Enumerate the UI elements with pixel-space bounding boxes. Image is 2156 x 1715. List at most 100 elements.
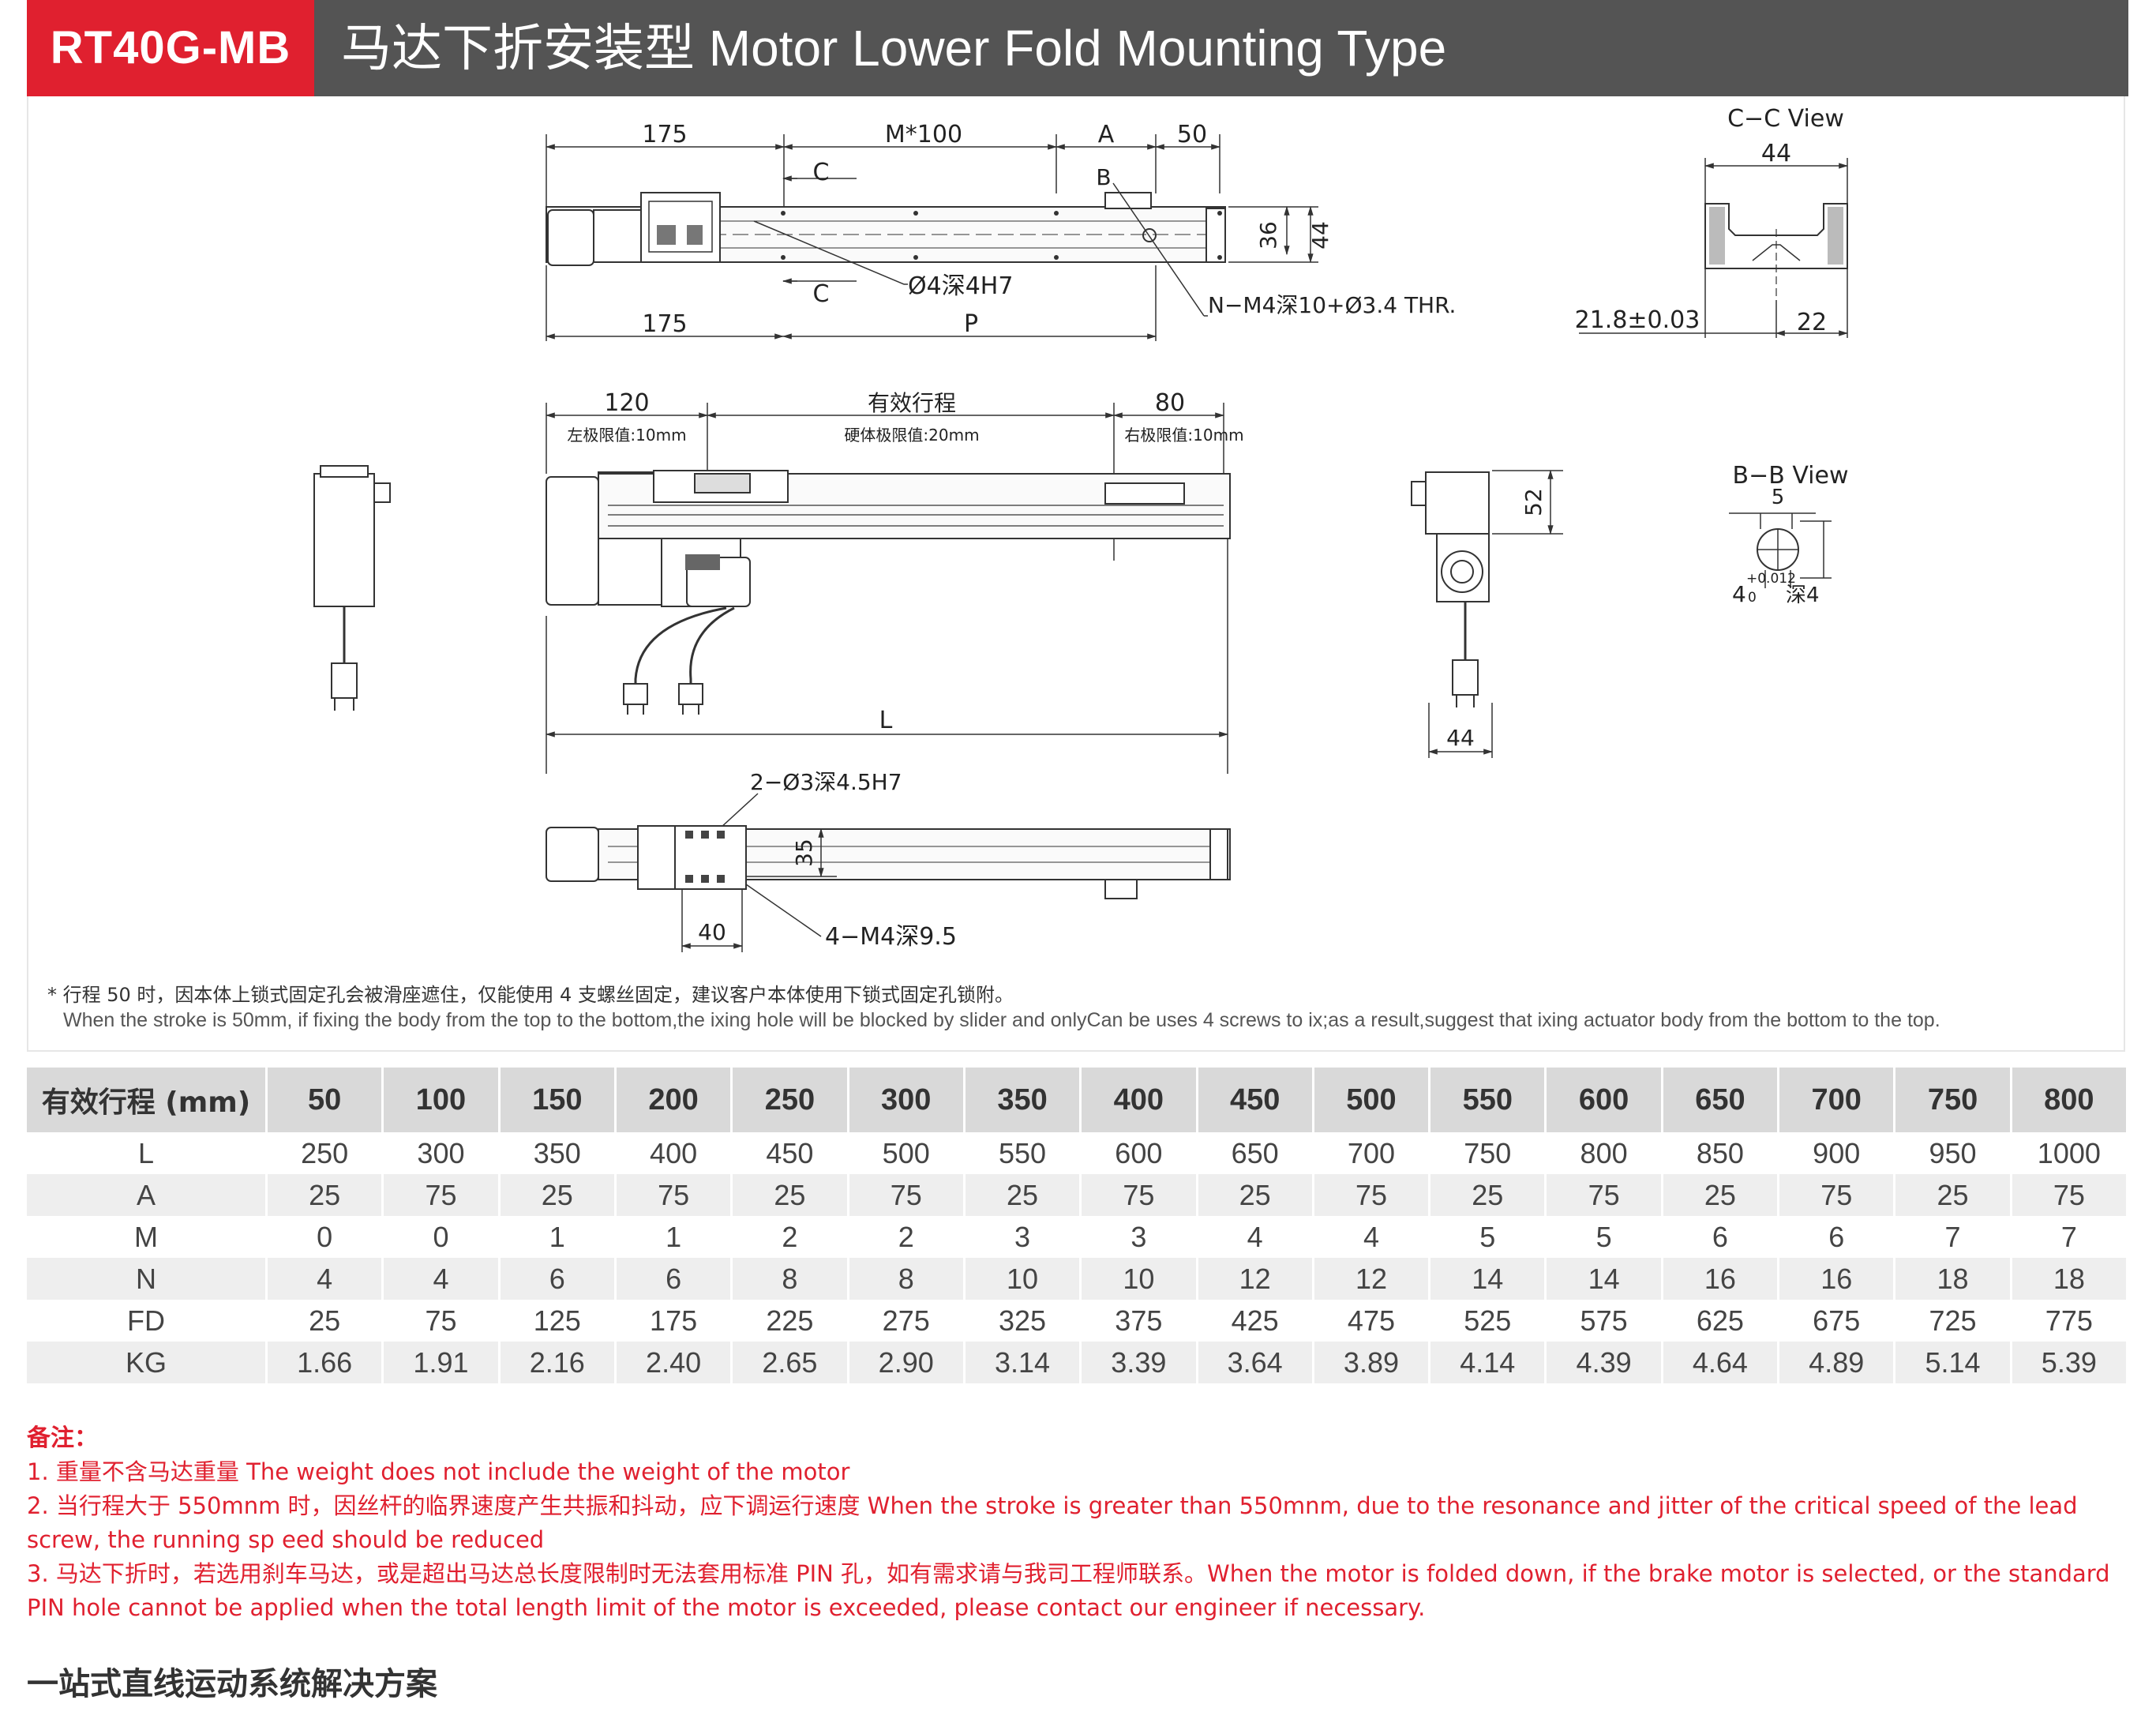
footer-title: 一站式直线运动系统解决方案 <box>27 1666 437 1702</box>
table-cell: 600 <box>1080 1132 1198 1174</box>
side-view: 120 有效行程 80 左极限值:10mm 硬体极限值:20mm 右极限值:10… <box>545 389 1244 774</box>
dim-p: P <box>964 310 978 338</box>
bottom-width-40: 40 <box>698 919 726 945</box>
table-cell: 75 <box>2011 1174 2129 1216</box>
table-cell: 75 <box>1313 1174 1431 1216</box>
table-cell: 325 <box>964 1300 1082 1342</box>
cc-right: 22 <box>1797 309 1827 336</box>
table-cell: 2 <box>848 1216 966 1258</box>
table-cell: 0 <box>382 1216 501 1258</box>
dim-36: 36 <box>1255 221 1281 250</box>
table-cell: 1.91 <box>382 1342 501 1383</box>
table-cell: 4.14 <box>1429 1342 1547 1383</box>
table-cell: 850 <box>1662 1132 1780 1174</box>
table-cell: 2.90 <box>848 1342 966 1383</box>
cc-width: 44 <box>1761 140 1791 167</box>
dim-a: A <box>1098 121 1115 148</box>
table-cell: 750 <box>1429 1132 1547 1174</box>
table-cell: 900 <box>1778 1132 1896 1174</box>
bb-view: B−B View 5 4 +0.012 0 深4 <box>1729 462 1849 607</box>
table-cell: 175 <box>615 1300 733 1342</box>
drawing-panel <box>27 96 2125 1052</box>
table-cell: 10 <box>964 1258 1082 1300</box>
table-cell: 800 <box>1545 1132 1663 1174</box>
bb-view-title: B−B View <box>1732 462 1848 490</box>
table-cell: 725 <box>1894 1300 2012 1342</box>
table-cell: 3.89 <box>1313 1342 1431 1383</box>
stroke-header: 300 <box>848 1068 966 1132</box>
stroke-header: 250 <box>731 1068 849 1132</box>
section-b: B <box>1096 164 1111 190</box>
stroke-header: 400 <box>1080 1068 1198 1132</box>
table-cell: 2.16 <box>499 1342 617 1383</box>
table-cell: 300 <box>382 1132 501 1174</box>
row-label: KG <box>27 1342 268 1383</box>
table-cell: 950 <box>1894 1132 2012 1174</box>
table-cell: 1 <box>615 1216 733 1258</box>
table-cell: 2.65 <box>731 1342 849 1383</box>
table-cell: 6 <box>499 1258 617 1300</box>
row-label: L <box>27 1132 268 1174</box>
table-cell: 18 <box>2011 1258 2129 1300</box>
table-cell: 12 <box>1313 1258 1431 1300</box>
table-cell: 4.39 <box>1545 1342 1663 1383</box>
remark-2: 2. 当行程大于 550mnm 时，因丝杆的临界速度产生共振和抖动，应下调运行速… <box>27 1492 2078 1553</box>
table-cell: 6 <box>1662 1216 1780 1258</box>
table-cell: 625 <box>1662 1300 1780 1342</box>
bb-tol-sup: +0.012 <box>1746 571 1796 587</box>
table-cell: 4.64 <box>1662 1342 1780 1383</box>
table-cell: 8 <box>848 1258 966 1300</box>
table-cell: 3 <box>964 1216 1082 1258</box>
table-cell: 275 <box>848 1300 966 1342</box>
dim-120: 120 <box>604 389 649 417</box>
row-label: FD <box>27 1300 268 1342</box>
table-cell: 675 <box>1778 1300 1896 1342</box>
table-cell: 4 <box>266 1258 384 1300</box>
table-cell: 14 <box>1545 1258 1663 1300</box>
remark-1: 1. 重量不含马达重量 The weight does not include … <box>27 1458 850 1485</box>
table-cell: 4.89 <box>1778 1342 1896 1383</box>
limit-right: 右极限值:10mm <box>1124 426 1243 445</box>
table-cell: 700 <box>1313 1132 1431 1174</box>
dim-80: 80 <box>1155 389 1185 417</box>
table-cell: 25 <box>266 1300 384 1342</box>
limit-hard: 硬体极限值:20mm <box>844 426 979 445</box>
table-cell: 1.66 <box>266 1342 384 1383</box>
table-cell: 25 <box>731 1174 849 1216</box>
stroke-header: 750 <box>1894 1068 2012 1132</box>
table-cell: 3.39 <box>1080 1342 1198 1383</box>
table-cell: 8 <box>731 1258 849 1300</box>
table-cell: 25 <box>1894 1174 2012 1216</box>
dim-175-top: 175 <box>642 121 687 148</box>
table-cell: 7 <box>2011 1216 2129 1258</box>
table-cell: 375 <box>1080 1300 1198 1342</box>
table-cell: 75 <box>615 1174 733 1216</box>
table-cell: 3.64 <box>1197 1342 1314 1383</box>
header-label: 有效行程 (mm) <box>27 1068 268 1132</box>
top-view: 175 M*100 A 50 C C B <box>545 121 1456 341</box>
table-cell: 250 <box>266 1132 384 1174</box>
table-cell: 75 <box>1545 1174 1663 1216</box>
table-cell: 3 <box>1080 1216 1198 1258</box>
hole-note: Ø4深4H7 <box>908 272 1013 300</box>
table-cell: 475 <box>1313 1300 1431 1342</box>
stroke-header: 350 <box>964 1068 1082 1132</box>
table-cell: 4 <box>1197 1216 1314 1258</box>
dim-50: 50 <box>1177 121 1207 148</box>
dim-175-bottom: 175 <box>642 310 687 338</box>
table-cell: 500 <box>848 1132 966 1174</box>
dim-44: 44 <box>1307 221 1333 250</box>
table-cell: 225 <box>731 1300 849 1342</box>
dim-stroke: 有效行程 <box>868 390 956 416</box>
table-cell: 12 <box>1197 1258 1314 1300</box>
table-cell: 75 <box>382 1300 501 1342</box>
table-cell: 125 <box>499 1300 617 1342</box>
table-cell: 4 <box>382 1258 501 1300</box>
table-cell: 350 <box>499 1132 617 1174</box>
table-cell: 650 <box>1197 1132 1314 1174</box>
cc-offset: 21.8±0.03 <box>1575 306 1700 334</box>
